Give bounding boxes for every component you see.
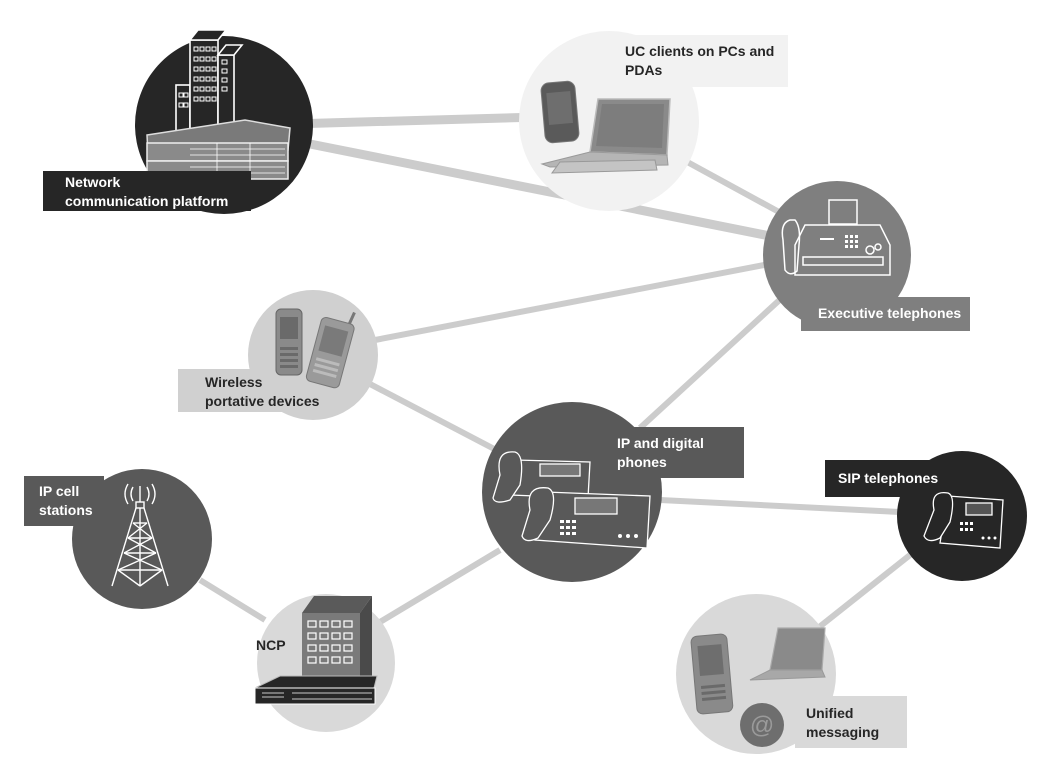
desk-phones-icon (492, 451, 651, 549)
edge-ip-digital-executive-telephones (637, 292, 788, 431)
label-ip-digital-phones-line-1: IP and digital (617, 435, 704, 451)
label-ncp-platform: Network communication platform (43, 171, 251, 211)
edge-ip-digital-sip-telephones (659, 497, 901, 515)
label-ip-digital-phones-line-2: phones (617, 454, 667, 470)
label-ip-cell-stations-line-2: stations (39, 502, 93, 518)
edge-ncp-platform-uc-clients (289, 112, 541, 129)
label-ip-digital-phones: IP and digital phones (608, 427, 744, 478)
fax-telephone-icon (781, 199, 891, 276)
label-executive-telephones: Executive telephones (801, 297, 970, 331)
label-wireless-devices-line-2: portative devices (205, 393, 320, 409)
edge-uc-clients-executive-telephones (678, 155, 792, 221)
mobile-phones-icon (275, 308, 356, 389)
edge-ip-digital-ncp (378, 547, 502, 625)
label-unified-messaging-line-2: messaging (806, 724, 880, 740)
phone-laptop-email-icon: @ (690, 627, 826, 747)
label-sip-telephones: SIP telephones (825, 460, 983, 497)
pda-and-laptop-icon (540, 80, 671, 174)
sip-phone-icon (923, 491, 1004, 549)
edge-ncp-platform-executive-telephones (289, 135, 791, 245)
label-ncp-platform-line-1: Network (65, 174, 121, 190)
label-uc-clients-line-2: PDAs (625, 62, 663, 78)
building-and-switch-icon (254, 596, 378, 705)
label-ncp: NCP (256, 636, 306, 656)
label-unified-messaging: Unified messaging (795, 696, 907, 748)
label-executive-telephones-line-1: Executive telephones (818, 305, 962, 321)
label-uc-clients: UC clients on PCs and PDAs (620, 35, 788, 87)
label-wireless-devices-line-1: Wireless (205, 374, 263, 390)
edge-sip-unified-messaging (816, 552, 912, 631)
label-sip-telephones-line-1: SIP telephones (838, 470, 939, 486)
label-ip-cell-stations: IP cell stations (24, 476, 104, 526)
cell-tower-icon (111, 483, 169, 587)
label-unified-messaging-line-1: Unified (806, 705, 854, 721)
at-sign-glyph: @ (750, 712, 774, 739)
buildings-and-switch-icon (146, 29, 291, 180)
label-ncp-line-1: NCP (256, 637, 286, 653)
edge-wireless-executive-telephones (374, 257, 791, 343)
label-ip-cell-stations-line-1: IP cell (39, 483, 80, 499)
edge-wireless-ip-digital-phones (366, 380, 502, 455)
edge-ip-cell-ncp (198, 577, 267, 623)
label-uc-clients-line-1: UC clients on PCs and (625, 43, 775, 59)
label-ncp-platform-line-2: communication platform (65, 193, 229, 209)
